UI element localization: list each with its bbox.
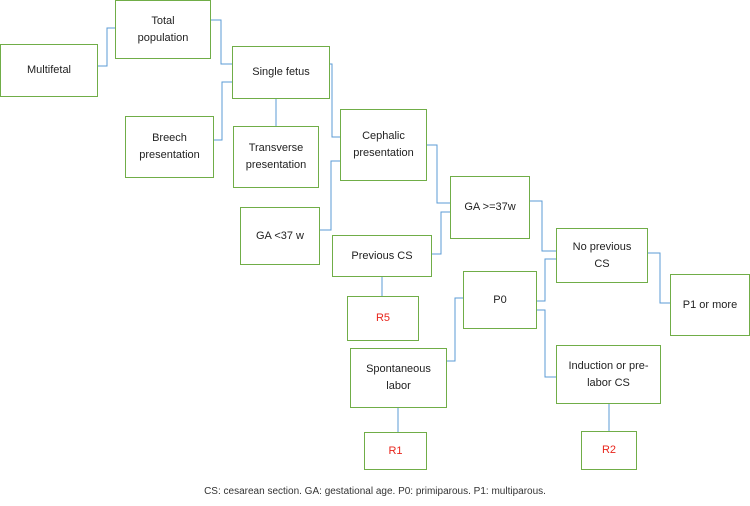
connector-cephalic-galt37	[320, 160, 340, 231]
node-no-previous-cs: No previous CS	[556, 228, 648, 283]
node-spontaneous-labor: Spontaneous labor	[350, 348, 447, 408]
connector-total-multifetal	[98, 27, 115, 67]
node-p1-or-more-label: P1 or more	[682, 298, 738, 311]
node-ga-lt-37-label: GA <37 w	[255, 229, 304, 242]
connector-gage37-noprevious	[530, 200, 556, 252]
node-p1-or-more: P1 or more	[670, 274, 750, 336]
node-r1: R1	[364, 432, 427, 470]
node-r5: R5	[347, 296, 419, 341]
node-induction-prelabor-cs-label: Induction or pre- labor CS	[568, 359, 649, 389]
connector-single-breech	[214, 81, 232, 141]
connector-noprevious-p0	[537, 258, 556, 302]
node-transverse-presentation: Transverse presentation	[233, 126, 319, 188]
node-multifetal-label: Multifetal	[26, 64, 72, 76]
node-r2-label: R2	[601, 444, 617, 456]
node-single-fetus-label: Single fetus	[252, 66, 310, 78]
connector-total-single	[211, 19, 232, 65]
node-single-fetus: Single fetus	[232, 46, 330, 99]
node-cephalic-presentation: Cephalic presentation	[340, 109, 427, 181]
connector-noprevious-p1	[648, 252, 670, 304]
node-induction-prelabor-cs: Induction or pre- labor CS	[556, 345, 661, 404]
connector-gage37-previous	[432, 211, 450, 255]
node-ga-ge-37: GA >=37w	[450, 176, 530, 239]
node-breech-presentation: Breech presentation	[125, 116, 214, 178]
connector-cephalic-gage37	[427, 144, 450, 204]
node-breech-presentation-label: Breech presentation	[139, 132, 200, 161]
node-r1-label: R1	[388, 444, 403, 457]
node-p0-label: P0	[493, 293, 507, 306]
figure-caption: CS: cesarean section. GA: gestational ag…	[204, 486, 546, 497]
node-p0: P0	[463, 271, 537, 329]
node-total-population: Total population	[115, 0, 211, 59]
connector-p0-spontaneous	[447, 297, 463, 362]
connector-p0-induction	[537, 309, 556, 378]
node-previous-cs: Previous CS	[332, 235, 432, 277]
node-multifetal: Multifetal	[0, 44, 98, 97]
node-total-population-label: Total population	[137, 14, 189, 44]
node-previous-cs-label: Previous CS	[351, 249, 413, 262]
node-spontaneous-labor-label: Spontaneous labor	[366, 363, 431, 392]
node-no-previous-cs-label: No previous CS	[572, 240, 632, 270]
node-ga-ge-37-label: GA >=37w	[464, 201, 516, 213]
node-r5-label: R5	[375, 312, 391, 324]
node-cephalic-presentation-label: Cephalic presentation	[353, 130, 414, 159]
node-r2: R2	[581, 431, 637, 470]
node-ga-lt-37: GA <37 w	[240, 207, 320, 265]
node-transverse-presentation-label: Transverse presentation	[245, 142, 307, 171]
connector-single-cephalic	[330, 63, 340, 138]
